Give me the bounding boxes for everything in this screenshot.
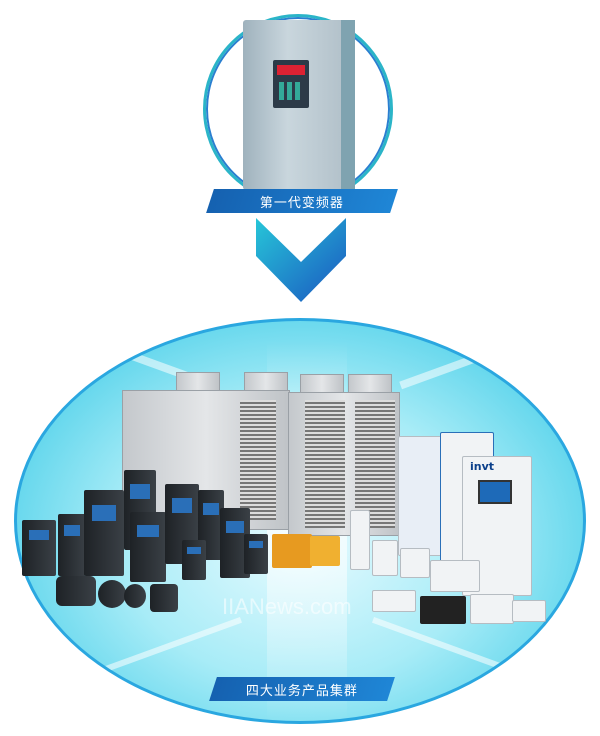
product-shape [130,484,150,499]
product-shape [226,520,244,534]
product-shape [137,524,159,538]
product-shape [430,560,480,592]
product-shape [124,584,146,608]
product-shape [372,590,416,612]
product-shape [244,534,268,574]
product-shape [182,540,206,580]
product-shape [130,512,166,582]
product-shape [512,600,546,622]
inverter-drive [22,520,56,576]
product-cluster-label: 四大业务产品集群 [209,677,395,701]
product-shape [244,372,288,392]
product-shape [372,540,398,576]
control-panel [273,60,309,108]
first-generation-inverter-image [243,20,355,190]
product-shape [186,547,202,555]
product-shape [470,594,514,624]
product-shape [279,82,303,100]
product-shape [348,374,392,394]
product-shape [98,580,126,608]
watermark: IIANews.com [222,594,352,619]
product-shape [341,20,355,190]
product-shape [310,536,340,566]
product-shape [176,372,220,392]
product-shape [203,502,219,516]
product-shape [171,498,193,513]
product-shape [28,530,50,541]
product-shape [240,400,276,520]
product-shape [350,510,370,570]
product-shape [420,596,466,624]
product-shape [400,548,430,578]
product-shape [478,480,512,504]
product-shape [300,374,344,394]
charger-brand: invt [470,460,495,473]
product-shape [150,584,178,612]
product-cluster-label-text: 四大业务产品集群 [245,683,358,699]
product-shape [248,541,264,549]
down-arrow-icon [256,218,346,302]
solar-inverter [272,534,312,568]
product-shape [58,514,86,576]
product-shape [84,490,124,576]
product-shape [305,400,345,528]
product-shape [355,400,395,528]
product-shape [92,505,116,521]
product-shape [63,525,81,537]
product-shape [277,65,305,75]
servo-motor [56,576,96,606]
